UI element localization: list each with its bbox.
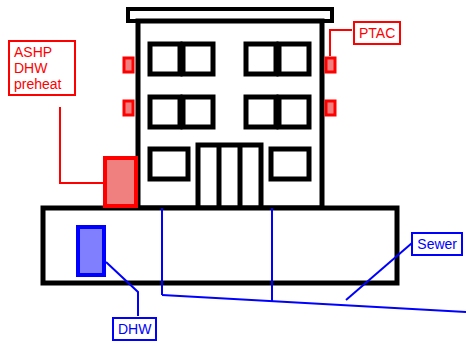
leader-line — [106, 243, 412, 316]
sewer-pipe — [162, 208, 466, 312]
callout-box: Sewer — [411, 232, 463, 256]
callout-box: ASHP DHW preheat — [8, 40, 76, 96]
door — [198, 145, 261, 208]
callout-box: DHW — [112, 317, 157, 341]
basement — [43, 208, 397, 283]
callout-label: PTAC — [359, 25, 395, 41]
leader-line — [60, 30, 352, 183]
building-body — [138, 21, 322, 208]
ashp-unit — [105, 158, 136, 206]
callout-label: DHW — [118, 321, 151, 337]
callout-label: ASHP DHW preheat — [14, 44, 70, 92]
callout-box: PTAC — [353, 21, 401, 45]
dhw-tank — [78, 227, 104, 275]
ptac-unit — [124, 58, 335, 115]
callout-label: Sewer — [417, 236, 457, 252]
